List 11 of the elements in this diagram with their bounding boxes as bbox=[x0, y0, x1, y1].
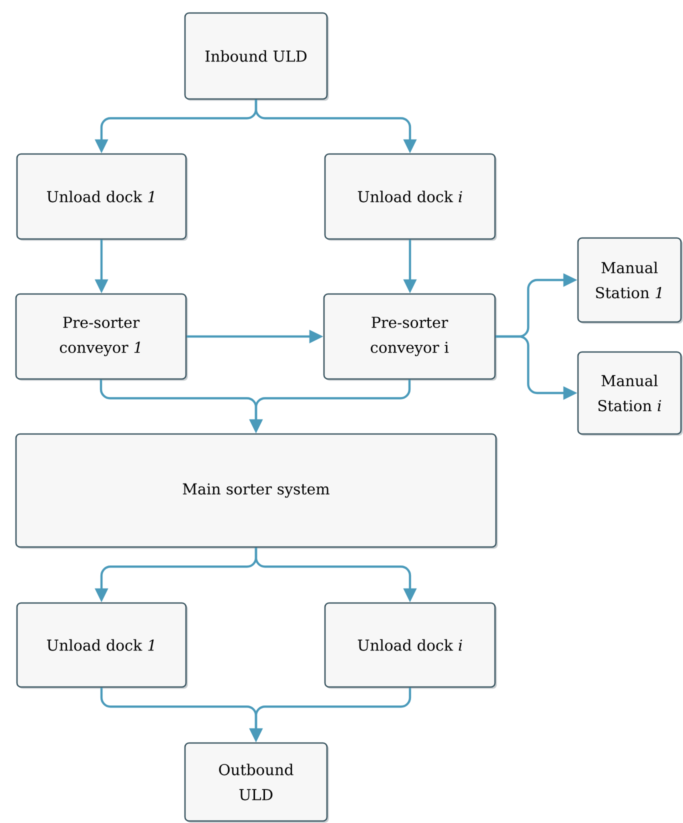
process-box: Unload dock 1 bbox=[16, 153, 188, 241]
process-box: Unload dock i bbox=[324, 602, 497, 689]
process-box: Manual Station i bbox=[577, 351, 683, 436]
process-box: Main sorter system bbox=[15, 433, 498, 549]
process-box: Inbound ULD bbox=[184, 12, 329, 101]
process-box: Unload dock 1 bbox=[16, 602, 188, 689]
process-box: Outbound ULD bbox=[184, 742, 329, 823]
process-box: Pre-sorter conveyor 1 bbox=[15, 293, 188, 381]
process-box: Pre-sorter conveyor i bbox=[323, 293, 497, 381]
process-box: Unload dock i bbox=[324, 153, 497, 241]
process-box: Manual Station 1 bbox=[577, 237, 683, 324]
